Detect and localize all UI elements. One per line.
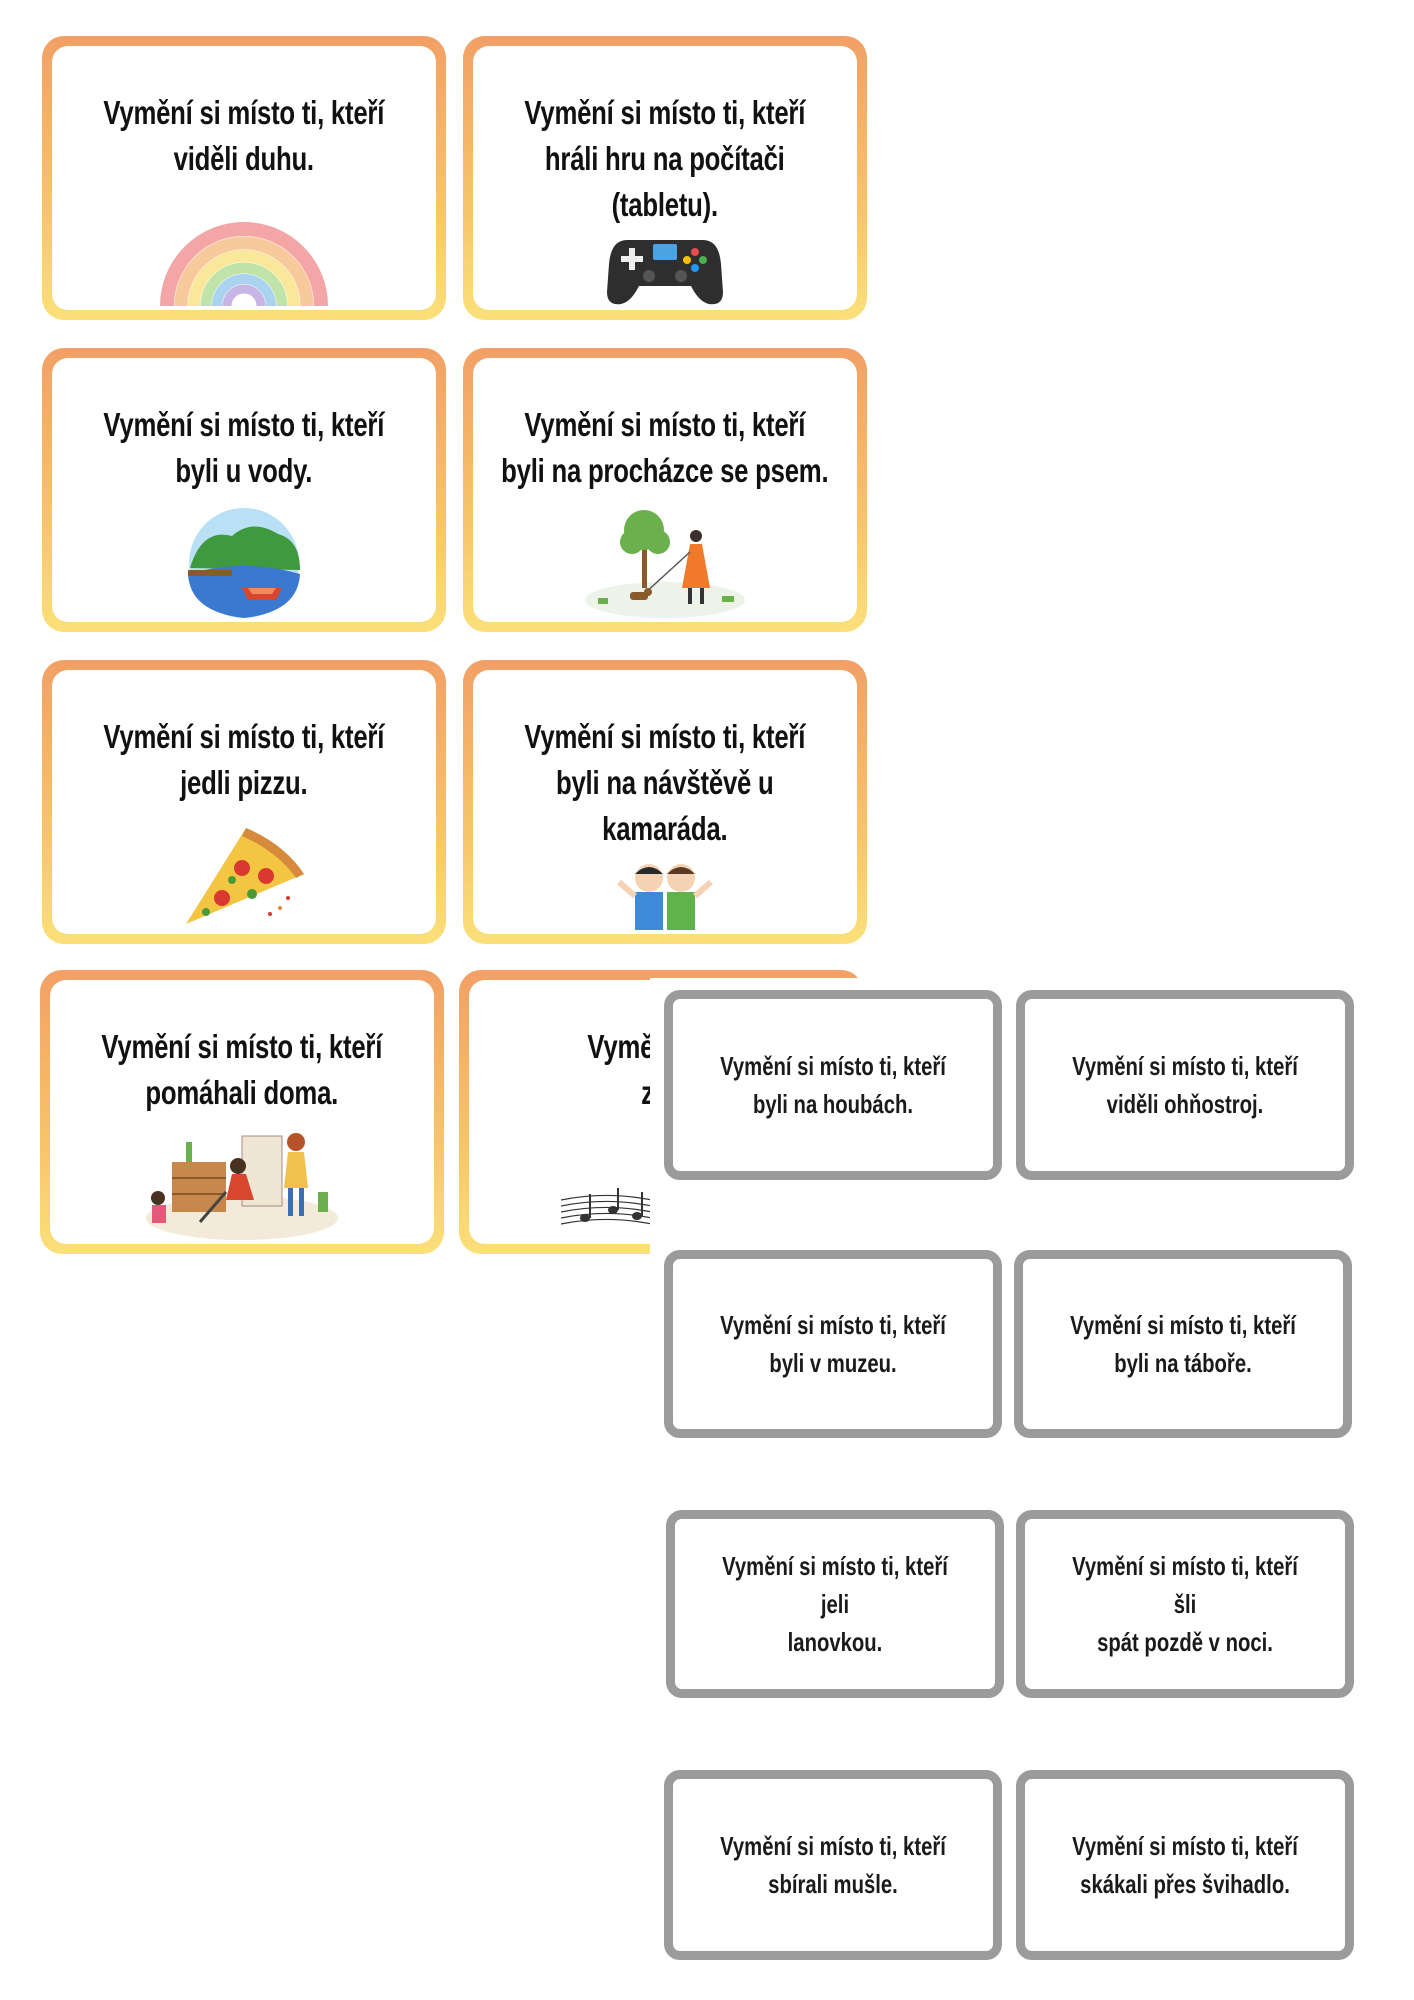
card-text: Vymění si místo ti, kteří bbox=[1072, 1831, 1298, 1861]
card-text: (tabletu). bbox=[611, 186, 719, 223]
gray-card-1: Vymění si místo ti, kteří byli na houbách… bbox=[664, 990, 1002, 1180]
card-text: kamaráda. bbox=[602, 810, 728, 847]
card-text: Vymění si místo ti, kteří bbox=[524, 406, 806, 443]
gray-card-4: Vymění si místo ti, kteří byli na táboře. bbox=[1014, 1250, 1352, 1438]
card-text: viděli duhu. bbox=[173, 140, 315, 177]
card-text: Vymění si místo ti, kteří bbox=[1072, 1051, 1298, 1081]
card-text: byli na návštěvě u bbox=[556, 764, 774, 801]
housework-icon bbox=[146, 1133, 338, 1240]
orange-card-3: Vymění si místo ti, kteří byli u vody. bbox=[42, 348, 446, 632]
gray-card-8: Vymění si místo ti, kteří skákali přes šv… bbox=[1016, 1770, 1354, 1960]
pizza-icon bbox=[186, 828, 304, 924]
gray-card-3: Vymění si místo ti, kteří byli v muzeu. bbox=[664, 1250, 1002, 1438]
card-text: lanovkou. bbox=[787, 1627, 883, 1657]
card-text: sbírali mušle. bbox=[768, 1869, 898, 1899]
orange-card-7: Vymění si místo ti, kteří pomáhali doma. bbox=[40, 970, 444, 1254]
card-text: Vymění si místo ti, kteří bbox=[720, 1310, 946, 1340]
card-text: spát pozdě v noci. bbox=[1097, 1627, 1273, 1657]
orange-card-4: Vymění si místo ti, kteří byli na procház… bbox=[463, 348, 867, 632]
card-text: Vymění si místo ti, kteří bbox=[103, 406, 385, 443]
card-text: jedli pizzu. bbox=[180, 764, 308, 801]
card-text: byli v muzeu. bbox=[769, 1348, 897, 1378]
gray-card-7: Vymění si místo ti, kteří sbírali mušle. bbox=[664, 1770, 1002, 1960]
orange-card-5: Vymění si místo ti, kteří jedli pizzu. bbox=[42, 660, 446, 944]
card-text: byli na houbách. bbox=[752, 1089, 913, 1119]
orange-card-6: Vymění si místo ti, kteří byli na návštěv… bbox=[463, 660, 867, 944]
card-text: Vymění si místo ti, kteří šli bbox=[1072, 1551, 1298, 1619]
card-text: Vymění si místo ti, kteří bbox=[103, 718, 385, 755]
card-text: Vymění si místo ti, kteří bbox=[524, 94, 806, 131]
gray-card-6: Vymění si místo ti, kteří šli spát pozdě … bbox=[1016, 1510, 1354, 1698]
card-text: pomáhali doma. bbox=[145, 1074, 339, 1111]
card-text: Vymění si místo ti, kteří bbox=[103, 94, 385, 131]
card-text: Vymění si místo ti, kteří bbox=[720, 1831, 946, 1861]
orange-card-2: Vymění si místo ti, kteří hráli hru na po… bbox=[463, 36, 867, 320]
orange-card-1: Vymění si místo ti, kteří viděli duhu. bbox=[42, 36, 446, 320]
card-text: viděli ohňostroj. bbox=[1106, 1089, 1264, 1119]
gamepad-icon bbox=[607, 240, 723, 305]
card-text: Vymění si místo ti, kteří jeli bbox=[722, 1551, 948, 1619]
dog-walk-icon bbox=[585, 510, 745, 618]
card-text: byli na procházce se psem. bbox=[501, 452, 829, 489]
card-text: Vymění si místo ti, kteří bbox=[1070, 1310, 1296, 1340]
card-text: byli na táboře. bbox=[1114, 1348, 1252, 1378]
card-text: Vymění si místo ti, kteří bbox=[101, 1028, 383, 1065]
gray-card-5: Vymění si místo ti, kteří jeli lanovkou. bbox=[666, 1510, 1004, 1698]
card-text: Vymění si místo ti, kteří bbox=[524, 718, 806, 755]
lake-icon bbox=[188, 508, 300, 618]
rainbow-icon bbox=[160, 222, 328, 306]
card-text: byli u vody. bbox=[175, 452, 313, 489]
card-text: Vymění si místo ti, kteří bbox=[720, 1051, 946, 1081]
card-text: hráli hru na počítači bbox=[545, 140, 785, 177]
friends-icon bbox=[617, 864, 713, 930]
card-text: skákali přes švihadlo. bbox=[1080, 1869, 1290, 1899]
gray-card-2: Vymění si místo ti, kteří viděli ohňostro… bbox=[1016, 990, 1354, 1180]
